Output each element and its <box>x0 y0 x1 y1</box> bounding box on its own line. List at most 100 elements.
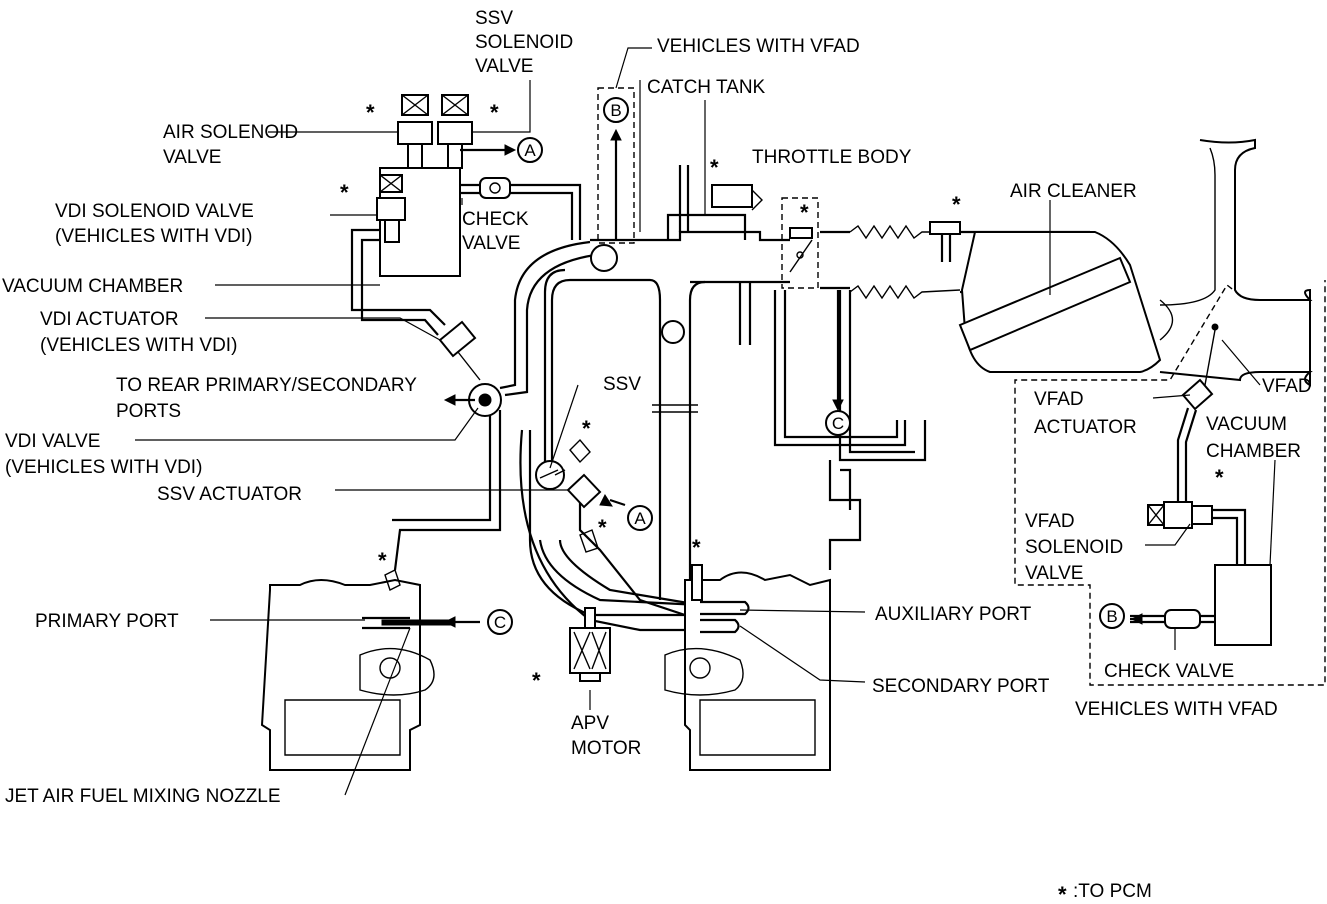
sensor-right-vertical <box>691 564 703 601</box>
lower-left-hose-b <box>392 410 492 522</box>
centre-hose-right <box>543 268 566 470</box>
vdi-solenoid-valve-label-1: VDI SOLENOID VALVE <box>55 201 254 222</box>
vfad-top-region-border <box>597 87 635 244</box>
vfad-region-border <box>1014 280 1326 686</box>
chamber-to-checkvalve-b <box>458 191 574 240</box>
left-chamber-hose-b <box>360 238 439 336</box>
vfad-inlet-duct <box>1159 138 1313 387</box>
ssv-actuator <box>554 469 602 509</box>
surge-loop-outer <box>499 240 591 390</box>
throttle-body <box>781 197 819 289</box>
pcm-asterisk: * <box>366 100 375 125</box>
hose-junction-middle <box>661 320 685 344</box>
ssv-solenoid-valve-label-1: SSV <box>475 8 513 29</box>
vfad-solenoid-valve-label-2: SOLENOID <box>1025 537 1123 558</box>
pcm-asterisk: * <box>532 668 541 693</box>
ssv-solenoid-valve-label-2: SOLENOID <box>475 32 573 53</box>
catch-tank-label: CATCH TANK <box>647 77 766 98</box>
vdi-actuator <box>438 320 481 381</box>
right-manifold-outline <box>838 290 927 462</box>
vdi-actuator-label-2: (VEHICLES WITH VDI) <box>40 335 237 356</box>
check-valve-upper-label-1: CHECK <box>462 209 529 230</box>
jet-air-fuel-mixing-nozzle <box>381 619 453 626</box>
vdi-valve <box>468 383 502 417</box>
vehicles-with-vfad-bottom-label: VEHICLES WITH VFAD <box>1075 699 1278 720</box>
ssv-actuator-label: SSV ACTUATOR <box>157 484 302 505</box>
vfad-label: VFAD <box>1262 376 1312 397</box>
lower-left-hose <box>393 410 502 571</box>
centre-hose-clip <box>652 404 698 413</box>
marker-c-lower: C <box>487 609 513 635</box>
marker-a-lower: A <box>627 505 653 531</box>
throttle-down-left <box>738 282 752 345</box>
ssv-solenoid-valve-label-3: VALVE <box>475 56 533 77</box>
primary-port-label: PRIMARY PORT <box>35 611 179 632</box>
vdi-solenoid-valve-label-2: (VEHICLES WITH VDI) <box>55 226 252 247</box>
centre-hose-left <box>550 278 662 600</box>
vfad-actuator <box>1181 329 1216 411</box>
marker-b-right-text: B <box>1106 607 1117 626</box>
vfad-solenoid-to-chamber <box>1210 508 1247 565</box>
check-valve-right-label: CHECK VALVE <box>1104 661 1234 682</box>
vfad-solenoid-valve-label-1: VFAD <box>1025 511 1075 532</box>
vfad-solenoid-valve <box>1147 501 1213 529</box>
marker-a-upper-text: A <box>524 141 536 160</box>
air-solenoid-valve <box>397 94 433 169</box>
engine-left-rotor-housing <box>260 578 435 771</box>
apv-motor-label-1: APV <box>571 713 609 734</box>
ssv-down-hose <box>578 500 701 622</box>
lower-centre-hose-c <box>558 539 701 607</box>
marker-b-top-text: B <box>610 101 621 120</box>
surge-loop-inner <box>504 253 596 397</box>
sensor-lower-centre <box>579 529 599 553</box>
right-manifold-steps <box>828 460 862 570</box>
vdi-solenoid-valve <box>376 174 406 243</box>
ssv-solenoid-valve <box>437 94 473 169</box>
marker-b-top: B <box>603 97 629 123</box>
to-pcm-legend-label: :TO PCM <box>1073 881 1152 902</box>
marker-c-middle: C <box>825 410 851 436</box>
hose-junction-upper <box>590 244 618 272</box>
airflow-sensor <box>929 221 961 235</box>
air-solenoid-valve-label-2: VALVE <box>163 147 221 168</box>
to-rear-ports-label-2: PORTS <box>116 401 181 422</box>
airflow-sensor-stem <box>940 234 952 262</box>
catch-tank-body <box>666 213 747 240</box>
pcm-asterisk: * <box>582 416 591 441</box>
secondary-port-label: SECONDARY PORT <box>872 676 1050 697</box>
pcm-asterisk: * <box>378 548 387 573</box>
chamber-to-checkvalve <box>458 183 582 240</box>
pcm-asterisk: * <box>598 515 607 540</box>
apv-motor <box>569 607 611 682</box>
air-cleaner <box>958 231 1162 373</box>
marker-c-lower-text: C <box>494 613 506 632</box>
labels: SSV SOLENOID VALVE VEHICLES WITH VFAD CA… <box>2 8 1312 902</box>
air-solenoid-valve-label-1: AIR SOLENOID <box>163 122 298 143</box>
secondary-port <box>700 618 740 634</box>
pcm-asterisk: * <box>1215 465 1224 490</box>
pcm-asterisk: * <box>490 100 499 125</box>
air-cleaner-label: AIR CLEANER <box>1010 181 1137 202</box>
check-valve-upper-label-2: VALVE <box>462 233 520 254</box>
jet-air-fuel-mixing-nozzle-label: JET AIR FUEL MIXING NOZZLE <box>5 786 281 807</box>
vacuum-chamber-right-label-2: CHAMBER <box>1206 441 1301 462</box>
vfad-solenoid-valve-label-3: VALVE <box>1025 563 1083 584</box>
apv-motor-label-2: MOTOR <box>571 738 641 759</box>
sensor-lower-left <box>384 569 401 591</box>
pcm-asterisk: * <box>800 200 809 225</box>
ssv-valve <box>535 460 565 490</box>
legend-asterisk: * <box>1058 882 1067 904</box>
vehicles-with-vfad-top-label: VEHICLES WITH VFAD <box>657 36 860 57</box>
auxiliary-port-label: AUXILIARY PORT <box>875 604 1032 625</box>
ssv-sensor <box>569 438 591 464</box>
left-chamber-hose-a <box>350 228 446 326</box>
marker-b-right: B <box>1099 603 1125 629</box>
primary-port <box>362 616 410 630</box>
engine-right-rotor-housing <box>664 571 831 771</box>
vacuum-chamber-left-label: VACUUM CHAMBER <box>2 276 183 297</box>
duct-bellows-upper <box>849 224 960 240</box>
vdi-valve-label-2: (VEHICLES WITH VDI) <box>5 457 202 478</box>
vdi-valve-label-1: VDI VALVE <box>5 431 100 452</box>
auxiliary-port <box>700 600 750 616</box>
